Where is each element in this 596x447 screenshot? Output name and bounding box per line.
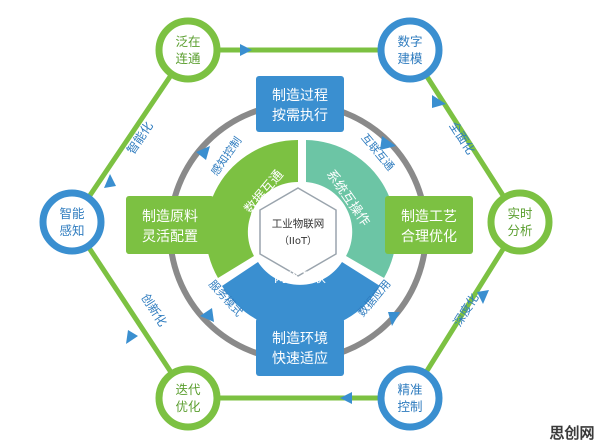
segment-data — [205, 139, 298, 278]
node-bottom-left-line1: 迭代 — [175, 382, 201, 397]
watermark: 思创网 — [549, 424, 594, 442]
node-right-line2: 分析 — [507, 223, 532, 238]
ring-arrows — [196, 136, 400, 326]
box-left — [126, 196, 214, 254]
arrow-icon — [477, 290, 489, 304]
hex-edge-upper-right — [407, 48, 523, 224]
box-left-line2: 灵活配置 — [142, 229, 198, 245]
hexagon-ring — [69, 47, 523, 401]
node-bottom-left-line2: 优化 — [175, 399, 201, 414]
node-bottom-left — [155, 365, 221, 431]
hexagon-arrows — [104, 44, 489, 404]
arrow-icon — [200, 308, 214, 322]
arrow-icon — [380, 136, 396, 150]
edge-label-lower-left: 创新化 — [138, 291, 170, 329]
hex-nodes — [39, 17, 553, 431]
node-bottom-right — [377, 365, 443, 431]
node-top-right-line1: 数字 — [397, 34, 422, 49]
box-bottom — [256, 318, 344, 376]
hex-edge-lower-right — [407, 220, 523, 400]
box-right-line2: 合理优化 — [401, 229, 457, 245]
box-top — [256, 76, 344, 132]
arrow-icon — [340, 392, 352, 404]
arrow-icon — [126, 330, 138, 344]
node-top-right-line2: 建模 — [397, 51, 423, 66]
node-top-right — [377, 17, 443, 83]
center-subtitle: （IIoT） — [279, 235, 317, 247]
node-right-line1: 实时 — [507, 206, 533, 221]
node-right — [487, 189, 553, 255]
arrow-icon — [240, 44, 252, 56]
center-title: 工业物联网 — [272, 217, 325, 230]
box-right — [385, 196, 473, 254]
segment-network-label: 网络互联 — [274, 270, 326, 286]
center-hexagon — [259, 187, 337, 277]
box-bottom-line1: 制造环境 — [272, 331, 328, 347]
node-bottom-right-line1: 精准 — [397, 382, 422, 397]
box-top-line1: 制造过程 — [272, 88, 328, 104]
arrow-icon — [388, 312, 400, 326]
inner-ring — [205, 139, 397, 331]
box-left-line1: 制造原料 — [142, 209, 198, 225]
node-left-line1: 智能 — [59, 206, 85, 221]
node-top-left-line1: 泛在 — [175, 34, 200, 49]
arrow-icon — [432, 95, 446, 108]
box-bottom-line2: 快速适应 — [272, 350, 328, 367]
segment-system — [306, 140, 397, 278]
node-left — [39, 189, 105, 255]
node-left-line2: 感知 — [59, 223, 84, 238]
edge-label-lower-right: 深度化 — [450, 290, 482, 328]
arrow-icon — [196, 146, 210, 160]
arrow-icon — [104, 174, 116, 188]
node-top-left — [155, 17, 221, 83]
segment-network — [222, 262, 380, 331]
node-bottom-right-line2: 控制 — [397, 399, 422, 414]
hex-edge-upper-left — [69, 48, 191, 224]
hex-edge-lower-left — [69, 220, 191, 400]
box-right-line1: 制造工艺 — [401, 209, 457, 225]
box-top-line2: 按需执行 — [272, 108, 328, 124]
edge-label-upper-right: 全面化 — [446, 119, 478, 157]
node-top-left-line2: 连通 — [175, 51, 201, 66]
